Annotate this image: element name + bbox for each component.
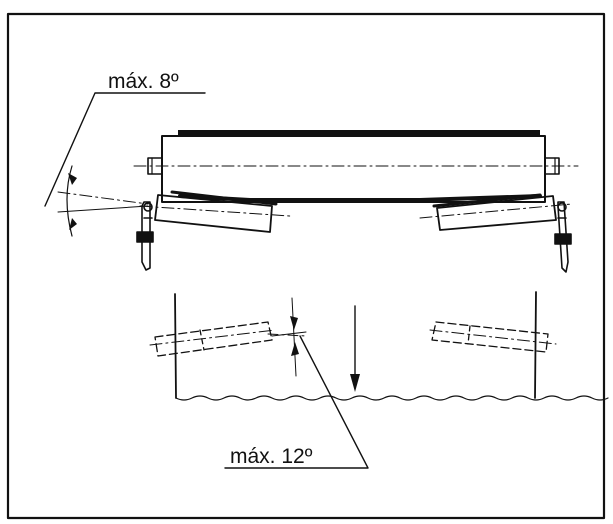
bottom-angle-annotation — [224, 297, 369, 469]
belt-top-plate — [178, 130, 540, 135]
left-wing-roller — [139, 190, 291, 233]
right-bracket — [554, 201, 572, 273]
bottom-roller-assembly — [149, 291, 609, 401]
right-shaft-end — [544, 157, 560, 175]
top-angle-annotation — [44, 92, 206, 237]
right-frame-leg — [534, 291, 537, 399]
frame-border — [6, 12, 606, 520]
top-roller-assembly — [133, 130, 579, 273]
top-angle-label: máx. 8º — [108, 70, 179, 93]
top-angle-leader — [44, 92, 206, 207]
bottom-angle-label: máx. 12º — [230, 445, 313, 468]
left-bracket — [136, 201, 154, 271]
bottom-angle-leader — [224, 335, 369, 469]
down-arrow-head — [350, 374, 360, 392]
left-frame-leg — [174, 293, 177, 399]
left-shaft-end — [147, 157, 163, 175]
ground-line — [175, 395, 609, 401]
right-wing-roller — [419, 193, 573, 231]
right-lower-roller — [429, 321, 557, 353]
left-lower-roller — [149, 321, 276, 357]
center-roller — [161, 135, 546, 203]
